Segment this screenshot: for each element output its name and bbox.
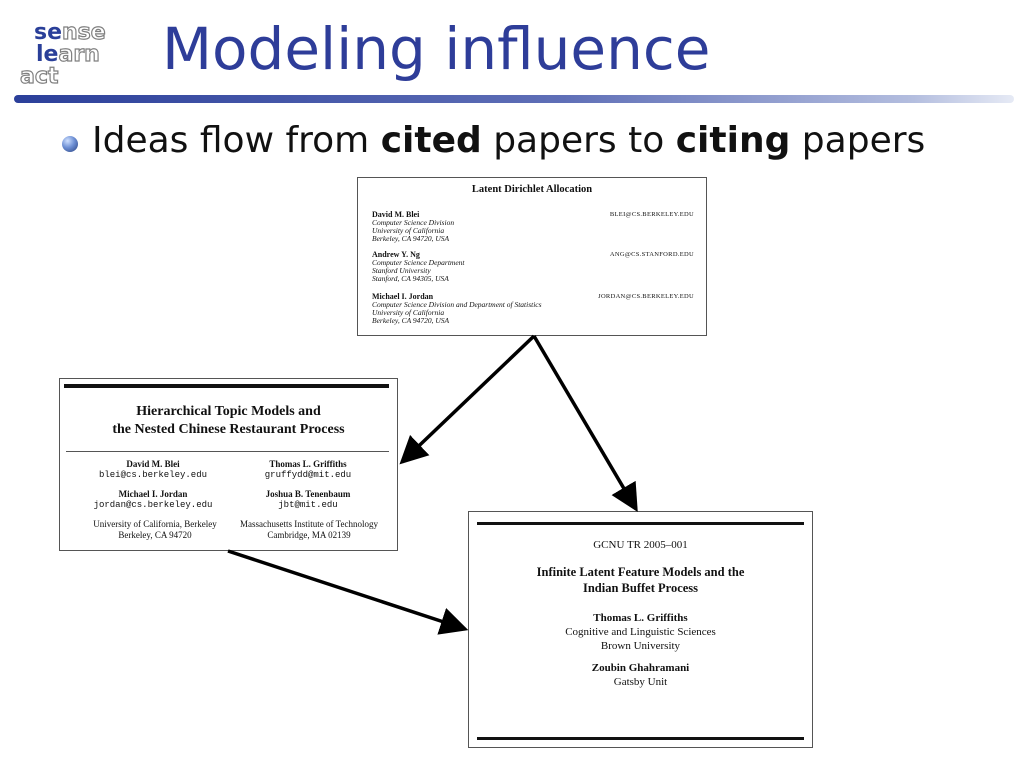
divider [66, 451, 389, 452]
author-block: Michael I. Jordan Computer Science Divis… [372, 292, 694, 325]
sense-learn-act-logo: sense learn act [18, 18, 130, 90]
top-rule [64, 384, 389, 388]
author-email: JORDAN@CS.BERKELEY.EDU [598, 293, 694, 300]
bullet-text: Ideas flow from cited papers to citing p… [92, 120, 926, 161]
paper-title: Latent Dirichlet Allocation [471, 184, 593, 195]
logo-line-sense: sense [34, 20, 106, 45]
arrow-hlda-to-ibp [227, 549, 469, 635]
author-block: Michael I. Jordan jordan@cs.berkeley.edu [93, 489, 213, 510]
paper-lda: Latent Dirichlet Allocation David M. Ble… [357, 177, 707, 336]
affiliation: Massachusetts Institute of Technology Ca… [240, 519, 378, 540]
author-email: ANG@CS.STANFORD.EDU [609, 251, 694, 258]
author-block: Andrew Y. Ng Computer Science Department… [372, 250, 694, 283]
paper-hlda: Hierarchical Topic Models and the Nested… [59, 378, 398, 551]
paper-title: Hierarchical Topic Models and the Nested… [112, 404, 345, 437]
top-rule [477, 522, 804, 525]
author-email: BLEI@CS.BERKELEY.EDU [609, 211, 694, 218]
author-block: David M. Blei Computer Science Division … [372, 210, 694, 243]
arrow-lda-to-ibp [532, 335, 638, 513]
author-block: David M. Blei blei@cs.berkeley.edu [98, 459, 208, 480]
paper-ibp: GCNU TR 2005–001 Infinite Latent Feature… [468, 511, 813, 748]
slide-title: Modeling influence [162, 15, 711, 83]
title-underline [14, 95, 1014, 103]
report-number: GCNU TR 2005–001 [593, 539, 688, 551]
bullet-icon [62, 136, 78, 152]
affiliation: University of California, Berkeley Berke… [93, 519, 217, 540]
logo-line-act: act [19, 64, 59, 89]
arrow-lda-to-hlda [399, 334, 536, 465]
logo-line-learn: learn [36, 42, 100, 67]
author-block: Joshua B. Tenenbaum jbt@mit.edu [265, 489, 351, 510]
author-block: Thomas L. Griffiths gruffydd@mit.edu [264, 459, 352, 480]
author-block: Thomas L. Griffiths Cognitive and Lingui… [565, 612, 716, 652]
author-block: Zoubin Ghahramani Gatsby Unit [591, 662, 690, 688]
paper-title: Infinite Latent Feature Models and the I… [536, 565, 745, 595]
bottom-rule [477, 737, 804, 740]
